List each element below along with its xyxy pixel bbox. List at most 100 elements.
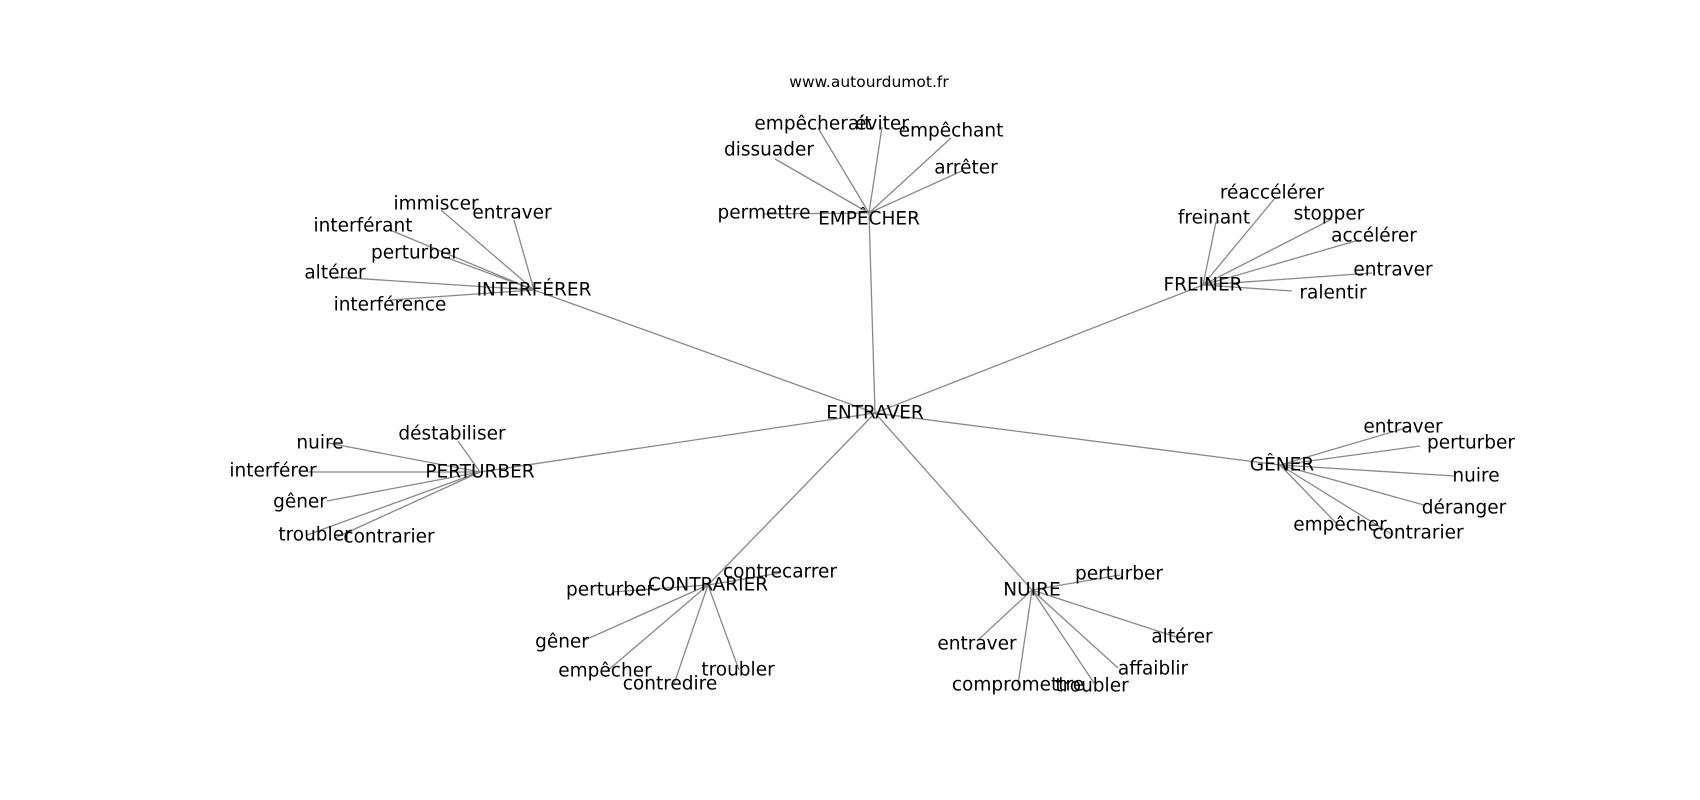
- edge-freiner-stopper: [1202, 218, 1333, 286]
- edge-empecher-empechant: [868, 137, 952, 214]
- leaf-node-contrarier-empecher: empêcher: [558, 661, 652, 682]
- edge-perturber-gener: [326, 471, 481, 502]
- hub-node-interferer: INTERFÉRER: [477, 279, 592, 301]
- leaf-node-gener-empecher: empêcher: [1293, 515, 1387, 536]
- leaf-node-nuire-affaiblir: affaiblir: [1118, 659, 1189, 680]
- leaf-node-gener-perturber: perturber: [1427, 433, 1515, 454]
- center-node-label: ENTRAVER: [826, 403, 924, 424]
- leaf-node-gener-entraver: entraver: [1363, 417, 1443, 438]
- leaf-node-empecher-empechant: empêchant: [899, 121, 1004, 142]
- leaf-node-contrarier-gener: gêner: [535, 632, 589, 653]
- leaf-node-empecher-dissuader: dissuader: [724, 140, 814, 161]
- edge-contrarier-troubler: [707, 584, 740, 671]
- hub-node-freiner: FREINER: [1163, 275, 1242, 296]
- leaf-node-perturber-troubler: troubler: [278, 525, 352, 546]
- hub-node-nuire: NUIRE: [1003, 580, 1060, 601]
- leaf-node-freiner-freinant: freinant: [1178, 208, 1250, 229]
- edge-freiner-ralentir: [1202, 284, 1293, 292]
- edge-empecher-eviter: [868, 126, 883, 214]
- edge-nuire-entraver: [976, 589, 1033, 642]
- hub-node-gener: GÊNER: [1250, 454, 1315, 476]
- hub-node-contrarier: CONTRARIER: [648, 575, 768, 596]
- leaf-node-empecher-arreter: arrêter: [934, 158, 998, 179]
- leaf-node-freiner-ralentir: ralentir: [1299, 283, 1367, 304]
- leaf-node-contrarier-contredire: contredire: [623, 674, 718, 695]
- edge-empecher-dissuader: [774, 158, 870, 214]
- edge-contrarier-perturber: [611, 584, 709, 593]
- leaf-node-empecher-eviter: éviter: [855, 114, 909, 135]
- leaf-node-freiner-entraver: entraver: [1353, 260, 1433, 281]
- leaf-node-interferer-perturber: perturber: [371, 243, 459, 264]
- leaf-node-perturber-contrarier: contrarier: [343, 527, 435, 548]
- edge-contrarier-contredire: [673, 584, 709, 685]
- edge-contrarier-empecher: [605, 584, 709, 673]
- site-watermark: www.autourdumot.fr: [789, 73, 949, 91]
- edge-empecher-empecherait: [817, 127, 870, 214]
- edge-nuire-compromettre: [1017, 589, 1033, 686]
- leaf-node-perturber-gener: gêner: [273, 492, 327, 513]
- edge-perturber-nuire: [327, 442, 481, 473]
- hub-node-perturber: PERTURBER: [425, 462, 534, 483]
- leaf-node-contrarier-perturber: perturber: [566, 580, 654, 601]
- leaf-node-empecher-empecherait: empêcherait: [754, 114, 871, 135]
- edge-nuire-affaiblir: [1031, 589, 1119, 669]
- edge-gener-empecher: [1279, 464, 1339, 526]
- edge-freiner-reaccelerer: [1202, 197, 1276, 286]
- leaf-node-nuire-alterer: altérer: [1151, 627, 1213, 648]
- edge-interferer-interferant: [389, 229, 535, 291]
- edge-nuire-alterer: [1031, 589, 1180, 639]
- edge-freiner-freinant: [1202, 221, 1217, 286]
- edge-interferer-interference: [389, 289, 535, 301]
- leaf-node-gener-nuire: nuire: [1452, 466, 1499, 487]
- leaf-node-perturber-destabiliser: déstabiliser: [398, 424, 506, 445]
- leaf-node-gener-contrarier: contrarier: [1372, 523, 1464, 544]
- leaf-node-perturber-nuire: nuire: [296, 433, 343, 454]
- edge-perturber-troubler: [306, 471, 481, 536]
- edge-empecher-arreter: [868, 169, 965, 214]
- edge-gener-perturber: [1279, 445, 1421, 466]
- leaf-node-interferer-entraver: entraver: [472, 203, 552, 224]
- leaf-node-empecher-permettre: permettre: [718, 203, 811, 224]
- edge-contrarier-gener: [584, 584, 709, 641]
- leaf-node-nuire-entraver: entraver: [937, 634, 1017, 655]
- leaf-node-freiner-reaccelerer: réaccélérer: [1220, 183, 1325, 204]
- edge-contrarier-contrecarrer: [707, 572, 781, 586]
- edge-center-interferer: [533, 289, 876, 414]
- edge-perturber-destabiliser: [457, 440, 481, 473]
- edge-center-gener: [874, 412, 1281, 466]
- leaf-node-contrarier-contrecarrer: contrecarrer: [723, 562, 837, 583]
- edge-interferer-alterer: [334, 276, 535, 291]
- edge-gener-deranger: [1279, 464, 1425, 506]
- edge-gener-contrarier: [1279, 464, 1394, 536]
- leaf-node-nuire-compromettre: compromettre: [952, 675, 1084, 696]
- hub-node-empecher: EMPÊCHER: [818, 208, 920, 230]
- leaf-node-perturber-interferer: interférer: [229, 461, 317, 482]
- edge-nuire-troubler: [1031, 589, 1095, 684]
- edge-center-perturber: [479, 412, 876, 473]
- leaf-node-nuire-perturber: perturber: [1075, 564, 1163, 585]
- leaf-node-freiner-stopper: stopper: [1294, 204, 1365, 225]
- leaf-node-contrarier-troubler: troubler: [701, 660, 775, 681]
- edge-freiner-accelerer: [1202, 239, 1360, 286]
- leaf-node-interferer-alterer: altérer: [304, 263, 366, 284]
- edge-gener-nuire: [1279, 464, 1456, 477]
- edge-freiner-entraver: [1202, 272, 1373, 286]
- edge-perturber-contrarier: [334, 471, 481, 539]
- leaf-node-freiner-accelerer: accélérer: [1331, 226, 1417, 247]
- edge-interferer-immiscer: [440, 209, 535, 291]
- leaf-node-nuire-troubler: troubler: [1055, 676, 1129, 697]
- leaf-node-interferer-immiscer: immiscer: [393, 194, 479, 215]
- edge-center-freiner: [874, 284, 1204, 414]
- edge-center-nuire: [874, 412, 1033, 591]
- edge-interferer-entraver: [513, 219, 535, 291]
- edge-empecher-permettre: [763, 212, 870, 215]
- edges-layer: [306, 126, 1456, 686]
- edge-center-contrarier: [707, 412, 876, 586]
- labels-layer: www.autourdumot.fr ENTRAVER EMPÊCHER empêc…: [229, 73, 1515, 697]
- leaf-node-interferer-interference: interférence: [334, 295, 447, 316]
- edge-center-empecher: [868, 212, 876, 414]
- leaf-node-gener-deranger: déranger: [1422, 498, 1507, 519]
- leaf-node-interferer-interferant: interférant: [314, 216, 413, 237]
- edge-gener-entraver: [1279, 426, 1410, 466]
